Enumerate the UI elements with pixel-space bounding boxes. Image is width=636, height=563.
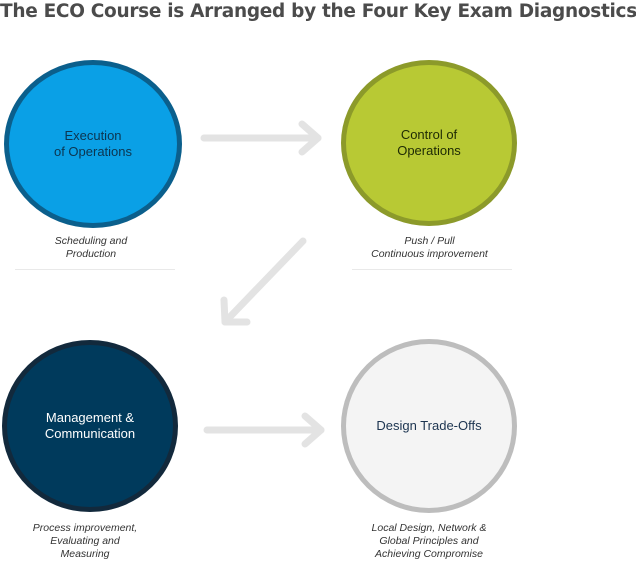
caption-divider bbox=[352, 269, 512, 270]
node-label-line: Operations bbox=[397, 143, 461, 158]
caption-line: Global Principles and bbox=[379, 535, 479, 547]
caption-line: Process improvement, bbox=[32, 522, 138, 534]
node-label-line: Communication bbox=[44, 426, 136, 441]
node-control-of-operations: Control of Operations bbox=[341, 60, 517, 226]
diagram-title: The ECO Course is Arranged by the Four K… bbox=[0, 1, 636, 22]
node-caption-design: Local Design, Network & Global Principle… bbox=[344, 522, 514, 561]
node-label-line: Execution bbox=[64, 128, 122, 143]
node-management-communication: Management & Communication bbox=[2, 340, 178, 512]
caption-line: Scheduling and bbox=[54, 235, 128, 247]
node-caption-control: Push / Pull Continuous improvement bbox=[347, 235, 512, 261]
caption-line: Evaluating and bbox=[50, 535, 120, 547]
node-label-line: Design Trade-Offs bbox=[376, 418, 482, 433]
caption-line: Production bbox=[65, 248, 117, 260]
arrow-diagonal-icon bbox=[220, 237, 307, 326]
caption-divider bbox=[15, 269, 175, 270]
caption-line: Push / Pull bbox=[404, 235, 455, 247]
caption-line: Local Design, Network & bbox=[371, 522, 487, 534]
node-label-line: Control of bbox=[400, 127, 458, 142]
arrow-right-icon-bottom bbox=[203, 412, 325, 448]
node-label: Control of Operations bbox=[377, 127, 481, 159]
node-caption-execution: Scheduling and Production bbox=[10, 235, 172, 261]
node-design-trade-offs: Design Trade-Offs bbox=[341, 339, 517, 513]
node-execution-of-operations: Execution of Operations bbox=[4, 60, 182, 228]
node-label: Design Trade-Offs bbox=[356, 418, 501, 434]
node-label-line: of Operations bbox=[53, 144, 133, 159]
node-label-line: Management & bbox=[45, 410, 135, 425]
caption-line: Continuous improvement bbox=[371, 248, 488, 260]
caption-line: Achieving Compromise bbox=[375, 548, 483, 560]
caption-line: Measuring bbox=[60, 548, 110, 560]
node-label: Management & Communication bbox=[25, 410, 155, 442]
arrow-right-icon-top bbox=[200, 120, 322, 156]
node-label: Execution of Operations bbox=[34, 128, 152, 160]
node-caption-management: Process improvement, Evaluating and Meas… bbox=[10, 522, 160, 561]
